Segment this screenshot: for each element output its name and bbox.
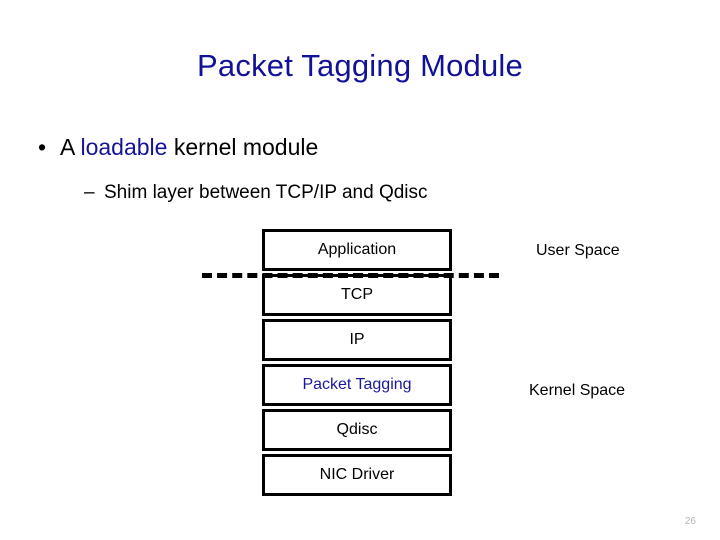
stack-box-label: Packet Tagging — [302, 376, 412, 393]
dash-marker-icon: – — [84, 182, 95, 203]
stack-box-label: IP — [349, 331, 365, 348]
stack-box-nic-driver: NIC Driver — [262, 454, 452, 496]
bullet-marker-icon: • — [38, 134, 47, 160]
stack-box-ip: IP — [262, 319, 452, 361]
bullet-level2-text: Shim layer between TCP/IP and Qdisc — [104, 182, 428, 203]
label-user-space: User Space — [536, 242, 620, 259]
stack-box-packet-tagging: Packet Tagging — [262, 364, 452, 406]
bullet-item-level1: • A loadable kernel module — [38, 132, 318, 162]
stack-box-qdisc: Qdisc — [262, 409, 452, 451]
stack-box-label: NIC Driver — [319, 466, 395, 483]
bullet-text-part-1: A — [60, 134, 81, 160]
bullet-item-level2: –Shim layer between TCP/IP and Qdisc — [84, 180, 428, 206]
bullet-text-part-2-highlight: loadable — [80, 134, 168, 160]
stack-box-tcp: TCP — [262, 274, 452, 316]
label-kernel-space: Kernel Space — [529, 382, 626, 399]
user-kernel-boundary-line — [202, 273, 499, 278]
stack-box-label: Qdisc — [336, 421, 378, 438]
stack-box-label: Application — [317, 241, 397, 258]
network-stack-diagram: Application TCP IP Packet Tagging Qdisc … — [262, 229, 452, 499]
stack-box-application: Application — [262, 229, 452, 271]
stack-box-label: TCP — [341, 286, 373, 303]
page-title: Packet Tagging Module — [197, 48, 523, 83]
bullet-text-part-3: kernel module — [167, 134, 319, 160]
page-number: 26 — [684, 516, 696, 527]
